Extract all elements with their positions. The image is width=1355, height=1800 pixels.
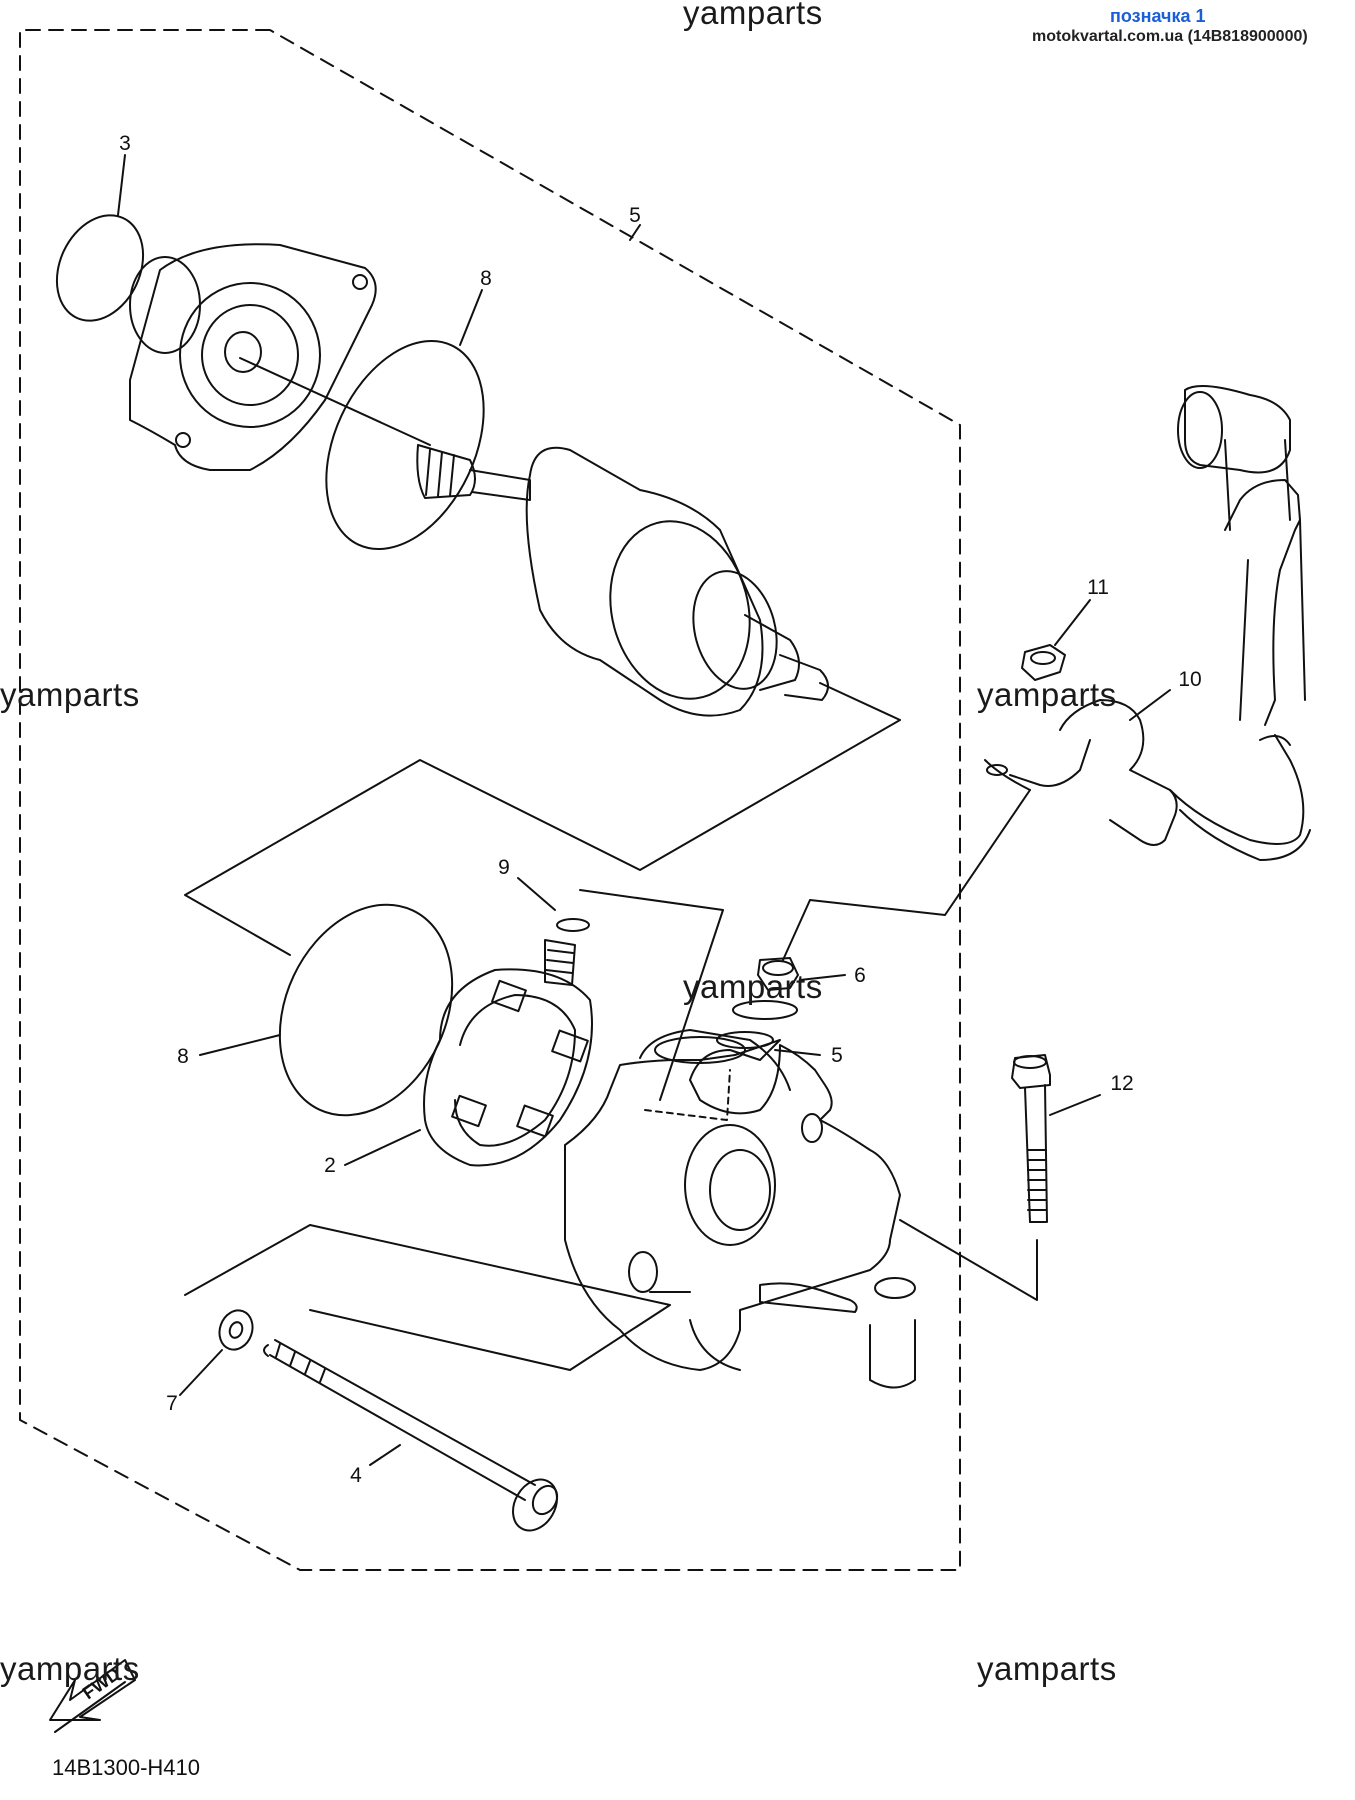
- callout-9: 9: [498, 856, 510, 879]
- brush-guide-line: [579, 889, 724, 1101]
- alignment-guide: [184, 719, 901, 956]
- bottom-guide-line: [184, 1224, 671, 1371]
- callout-1: 5: [629, 204, 641, 227]
- callout-6: 6: [854, 964, 866, 987]
- watermark-bottom-left: yamparts: [0, 1650, 140, 1687]
- callout-5: 5: [831, 1044, 843, 1067]
- leader-line-9: [517, 877, 556, 911]
- callout-2: 2: [324, 1154, 336, 1177]
- housing-alignment-dashed: [644, 1069, 731, 1121]
- leader-line-10: [1129, 689, 1171, 721]
- leader-line-11: [1054, 599, 1091, 646]
- leader-line-8-top: [459, 289, 483, 346]
- callout-7: 7: [166, 1392, 178, 1415]
- o-ring-part-8-top: [325, 340, 485, 550]
- front-cover-part: [129, 243, 377, 471]
- header-site-label: motokvartal.com.ua (14B818900000): [1032, 28, 1308, 45]
- nut-part-6: [757, 957, 799, 991]
- watermark-center: yamparts: [683, 968, 823, 1005]
- washer-part-9: [556, 918, 590, 932]
- callout-8-middle: 8: [177, 1045, 189, 1068]
- leader-line-5: [774, 1049, 821, 1056]
- washer-part-under-6: [732, 1000, 798, 1020]
- callout-11: 11: [1087, 576, 1109, 599]
- callout-4: 4: [350, 1464, 362, 1487]
- lead-guide-line: [782, 789, 1031, 961]
- callout-12: 12: [1110, 1072, 1133, 1095]
- o-ring-part-3: [55, 214, 145, 322]
- callout-8-top: 8: [480, 267, 492, 290]
- o-ring-part-8-middle: [278, 903, 454, 1117]
- through-bolt-part-4: [263, 1339, 559, 1532]
- diagram-reference-code: 14B1300-H410: [52, 1755, 201, 1780]
- fwd-arrow-icon: [49, 1659, 136, 1733]
- assembly-boundary-dashed: [19, 29, 961, 1571]
- leader-line-8-middle: [199, 1034, 281, 1056]
- watermark-bottom-right: yamparts: [977, 1650, 1117, 1687]
- lead-nut-part-11: [1021, 644, 1066, 681]
- header-link[interactable]: позначка 1: [1110, 6, 1206, 26]
- armature-part: [239, 357, 901, 721]
- lead-wire-part-10: [984, 385, 1311, 861]
- callout-3: 3: [119, 132, 131, 155]
- leader-line-1: [629, 224, 641, 241]
- leader-line-4: [369, 1444, 401, 1466]
- washer-part-7: [218, 1309, 254, 1351]
- leader-line-6: [799, 974, 846, 981]
- leader-line-12: [1049, 1094, 1101, 1116]
- leader-line-3: [117, 154, 126, 216]
- insulator-part-5: [716, 1031, 774, 1049]
- brush-holder-part-2: [423, 939, 593, 1167]
- leader-line-2: [344, 1129, 421, 1166]
- callout-10: 10: [1178, 668, 1201, 691]
- watermark-right-mid: yamparts: [977, 676, 1117, 713]
- bolt-part-12: [1011, 1054, 1051, 1223]
- watermark-left-mid: yamparts: [0, 676, 140, 713]
- leader-line-7: [179, 1349, 223, 1396]
- rear-cover-housing-part: [564, 1029, 916, 1389]
- watermark-top-center: yamparts: [683, 0, 823, 31]
- bolt-guide-line: [899, 1219, 1038, 1301]
